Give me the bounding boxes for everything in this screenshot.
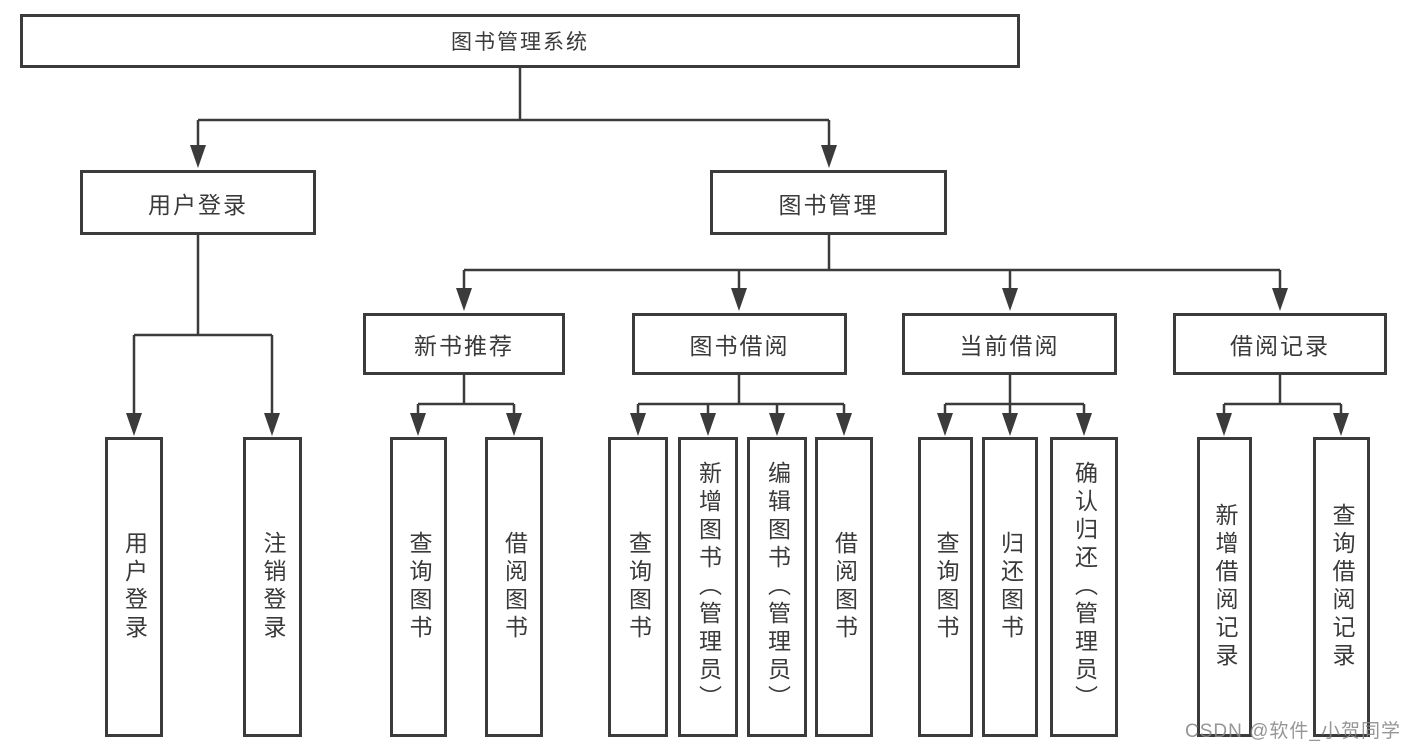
watermark: CSDN @软件_小贺同学 (1185, 721, 1401, 742)
leaf-confirm-return-admin-label: 确认归还（管理员） (1071, 461, 1098, 713)
leaf-current-query-books: 查询图书 (918, 437, 973, 737)
node-book-borrowing-label: 图书借阅 (689, 333, 790, 359)
node-library-system-label: 图书管理系统 (451, 31, 589, 54)
leaf-logout-label: 注销登录 (260, 531, 286, 643)
leaf-confirm-return-admin: 确认归还（管理员） (1050, 437, 1118, 737)
leaf-user-login-label: 用户登录 (121, 531, 148, 643)
leaf-current-query-books-label: 查询图书 (933, 531, 959, 643)
leaf-query-borrow-record: 查询借阅记录 (1313, 437, 1370, 737)
leaf-edit-books-admin: 编辑图书（管理员） (747, 437, 807, 737)
leaf-user-login: 用户登录 (105, 437, 163, 737)
connector-book-borrowing-branch (630, 375, 852, 436)
connector-user-login-branch (126, 235, 280, 436)
node-borrow-records: 借阅记录 (1173, 313, 1387, 375)
node-current-borrowing: 当前借阅 (902, 313, 1117, 375)
leaf-newbook-borrow-books: 借阅图书 (485, 437, 543, 737)
node-new-book-recommend-label: 新书推荐 (414, 333, 514, 359)
leaf-return-books: 归还图书 (982, 437, 1038, 737)
leaf-edit-books-admin-label: 编辑图书（管理员） (764, 461, 791, 713)
node-book-borrowing: 图书借阅 (632, 313, 847, 375)
node-current-borrowing-label: 当前借阅 (959, 333, 1060, 359)
leaf-query-borrow-record-label: 查询借阅记录 (1329, 503, 1355, 671)
leaf-newbook-borrow-books-label: 借阅图书 (501, 531, 528, 643)
connector-borrow-records-branch (1216, 375, 1349, 436)
connector-new-book-branch (410, 375, 522, 436)
leaf-borrowing-query-books: 查询图书 (608, 437, 668, 737)
node-new-book-recommend: 新书推荐 (363, 313, 565, 375)
leaf-newbook-query-books-label: 查询图书 (406, 531, 432, 643)
leaf-add-borrow-record-label: 新增借阅记录 (1212, 503, 1238, 671)
leaf-borrow-books: 借阅图书 (815, 437, 873, 737)
node-user-login-label: 用户登录 (148, 191, 248, 218)
leaf-logout: 注销登录 (243, 437, 302, 737)
connector-root-branch (190, 68, 837, 168)
leaf-borrow-books-label: 借阅图书 (831, 531, 858, 643)
node-book-management: 图书管理 (710, 170, 947, 235)
leaf-borrowing-query-books-label: 查询图书 (625, 531, 652, 643)
leaf-add-books-admin: 新增图书（管理员） (678, 437, 738, 737)
node-book-management-label: 图书管理 (778, 191, 879, 218)
node-borrow-records-label: 借阅记录 (1230, 333, 1330, 359)
connector-current-borrowing-branch (937, 375, 1092, 436)
leaf-add-borrow-record: 新增借阅记录 (1197, 437, 1252, 737)
connector-book-management-branch (456, 235, 1288, 311)
leaf-return-books-label: 归还图书 (997, 531, 1024, 643)
node-user-login: 用户登录 (80, 170, 316, 235)
node-library-system: 图书管理系统 (20, 14, 1020, 68)
leaf-add-books-admin-label: 新增图书（管理员） (695, 461, 722, 713)
leaf-newbook-query-books: 查询图书 (390, 437, 447, 737)
